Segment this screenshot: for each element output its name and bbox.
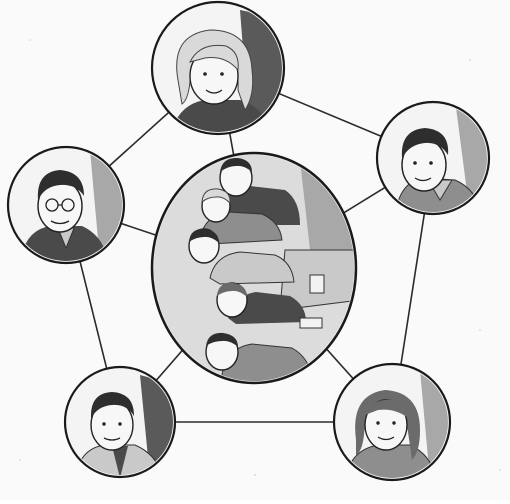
node-right <box>377 100 495 215</box>
node-top <box>152 2 290 140</box>
node-left <box>8 147 125 263</box>
node-center <box>150 150 360 390</box>
node-bottom-left <box>65 367 178 478</box>
node-bottom-right <box>334 364 460 480</box>
